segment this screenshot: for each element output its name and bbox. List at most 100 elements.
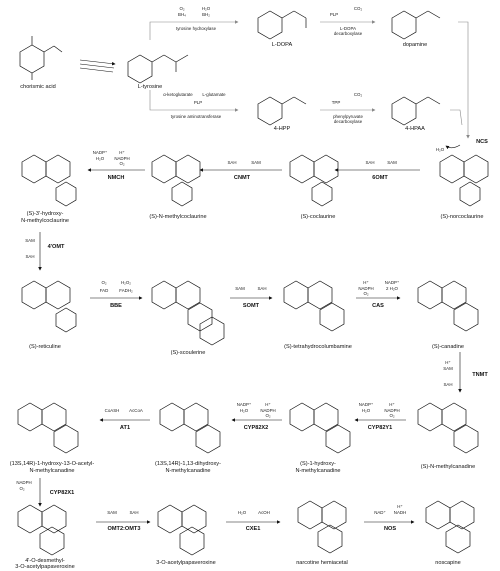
label-l-dopa: L-DOPA (271, 42, 293, 48)
label-acetyl-2: N-methylcanadine (29, 468, 75, 474)
enzyme-phenylpyruvate-decarboxylase-2: decarboxylase (333, 119, 363, 124)
cofactor-sam-4omt: SAM (25, 238, 35, 243)
cofactor-sah-4omt: SAH (25, 254, 35, 259)
cofactor-fadh2-bbe: FADH₂ (119, 288, 133, 293)
cofactor-h-cyp82x2: H⁺ (265, 402, 271, 407)
enzyme-at1: AT1 (119, 425, 131, 431)
label-n-methylcanadine: (S)-N-methylcanadine (420, 464, 476, 470)
label-hydroxy-n-methylcoclaurine-1: (S)-3'-hydroxy- (26, 211, 64, 217)
cofactor-coash: CoASH (104, 408, 120, 413)
hydroxy-n-methylcoclaurine-structure (21, 154, 77, 207)
cofactor-sam-somt: SAM (235, 286, 245, 291)
cofactor-tpp: TPP (331, 100, 341, 105)
label-desmethyl-2: 3-O-acetylpapaveroxine (15, 564, 75, 570)
cofactor-sam-omt: SAM (107, 510, 117, 515)
cofactor-nadp-cyp82y1: NADP⁺ (358, 402, 374, 407)
acetylpapaveroxine-structure (157, 504, 207, 556)
cofactor-h2o-cyp82y1: H₂O (361, 408, 371, 413)
reticuline-structure (21, 280, 77, 333)
multistep-arrow (79, 59, 116, 66)
noscapine-structure (425, 500, 475, 554)
enzyme-cyp82x2: CYP82X2 (243, 425, 269, 431)
cofactor-h2o-cyp82x2: H₂O (239, 408, 249, 413)
4-hpaa-structure (391, 96, 441, 126)
label-desmethyl-1: 4'-O-desmethyl- (25, 558, 65, 564)
label-narcotine-hemiacetal: narcotine hemiacetal (296, 560, 348, 566)
cofactor-sah-omt: SAH (129, 510, 139, 515)
cofactor-plp-ddc: PLP (329, 12, 339, 17)
cofactor-nadph-cyp82y1: NADPH (384, 408, 400, 413)
enzyme-dopa-decarboxylase-2: decarboxylase (333, 31, 363, 36)
enzyme-tnmt: TNMT (472, 372, 488, 378)
enzyme-bbe: BBE (110, 303, 122, 309)
branch-to-4-hpp (149, 90, 239, 112)
enzyme-tyrosine-hydroxylase: tyrosine hydroxylase (175, 26, 217, 31)
l-tyrosine-structure (127, 54, 189, 84)
enzyme-dopa-decarboxylase-1: L-DOPA (339, 26, 357, 31)
enzyme-cyp82y1: CYP82Y1 (367, 425, 393, 431)
ncs-water-arrow (445, 144, 461, 150)
cofactor-sah-somt: SAH (257, 286, 267, 291)
label-hydroxy-n-methylcanadine-1: (S)-1-hydroxy- (300, 461, 336, 467)
label-chorismic-acid: chorismic acid (20, 84, 56, 90)
enzyme-nos: NOS (383, 526, 397, 532)
cofactor-sah-6omt: SAH (365, 160, 375, 165)
enzyme-cxe1: CXE1 (245, 526, 261, 532)
label-hydroxy-n-methylcoclaurine-2: N-methylcoclaurine (21, 218, 69, 224)
canadine-structure (417, 280, 479, 332)
chorismic-acid-structure (19, 36, 63, 80)
cofactor-sah-cnmt: SAH (227, 160, 237, 165)
cofactor-h-cas: H⁺ (363, 280, 369, 285)
cofactor-nadh: NADH (393, 510, 407, 515)
enzyme-phenylpyruvate-decarboxylase-1: phenylpyruvate (333, 114, 363, 119)
label-dihydroxy-2: N-methylcanadine (165, 468, 211, 474)
cofactor-sam-tnmt: SAM (443, 366, 453, 371)
label-dihydroxy-1: (13S,14R)-1,13-dihydroxy- (155, 461, 221, 467)
dopamine-structure (391, 10, 441, 40)
cofactor-h2o-nmch: H₂O (95, 156, 105, 161)
cofactor-h2o2-bbe: H₂O₂ (121, 280, 131, 285)
label-l-tyrosine: L-tyrosine (137, 84, 163, 90)
cofactor-bh2: BH₂ (202, 12, 210, 17)
cofactor-sah-tnmt: SAH (443, 382, 453, 387)
n-methylcoclaurine-structure (151, 154, 201, 207)
cofactor-bh4: BH₄ (178, 12, 186, 17)
cofactor-h2o-th: H₂O (201, 6, 211, 11)
4-hpaa-to-ncs-line (450, 109, 463, 126)
acetyl-n-methylcanadine-structure (17, 402, 79, 454)
cofactor-o2-nmch: O₂ (119, 161, 125, 166)
cofactor-nadp-cas: NADP⁺ (384, 280, 400, 285)
dopamine-to-ncs-arrow (458, 21, 470, 139)
cofactor-o2-cyp82x1: O₂ (19, 486, 25, 491)
cofactor-nadp-nmch: NADP⁺ (92, 150, 108, 155)
cofactor-o2-bbe: O₂ (101, 280, 107, 285)
label-noscapine: noscapine (435, 560, 461, 566)
cofactor-co2-ddc: CO₂ (353, 6, 363, 11)
cofactor-h2o-cxe1: H₂O (237, 510, 247, 515)
cofactor-h-nmch: H⁺ (119, 150, 125, 155)
label-acetylpapaveroxine: 3-O-acetylpapaveroxine (156, 560, 216, 566)
label-4-hpp: 4-HPP (273, 126, 291, 132)
cofactor-h-nos: H⁺ (397, 504, 403, 509)
cofactor-plp-tat: PLP (193, 100, 203, 105)
cofactor-alpha-kg: α-ketoglutarate (163, 92, 193, 97)
cofactor-2h2o-cas: 2 H₂O (386, 286, 398, 291)
label-canadine: (S)-canadine (431, 344, 465, 350)
label-dopamine: dopamine (402, 42, 428, 48)
enzyme-cyp82x1: CYP82X1 (49, 490, 75, 496)
cofactor-nadph-cyp82x1: NADPH (16, 480, 32, 485)
cofactor-accoa: AcCoA (129, 408, 143, 413)
label-reticuline: (S)-reticuline (29, 344, 61, 350)
cofactor-acoh: AcOH (258, 510, 270, 515)
scoulerine-structure (151, 280, 225, 346)
enzyme-6omt: 6OMT (372, 175, 388, 181)
enzyme-nmch: NMCH (107, 175, 125, 181)
cofactor-nadp-cyp82x2: NADP⁺ (236, 402, 252, 407)
enzyme-somt: SOMT (242, 303, 260, 309)
cofactor-o2-cyp82y1: O₂ (389, 413, 395, 418)
branch-to-l-dopa (149, 20, 239, 40)
enzyme-cnmt: CNMT (233, 175, 251, 181)
label-acetyl-1: (13S,14R)-1-hydroxy-13-O-acetyl- (9, 461, 95, 467)
cofactor-l-glutamate: L-glutamate (202, 92, 226, 97)
